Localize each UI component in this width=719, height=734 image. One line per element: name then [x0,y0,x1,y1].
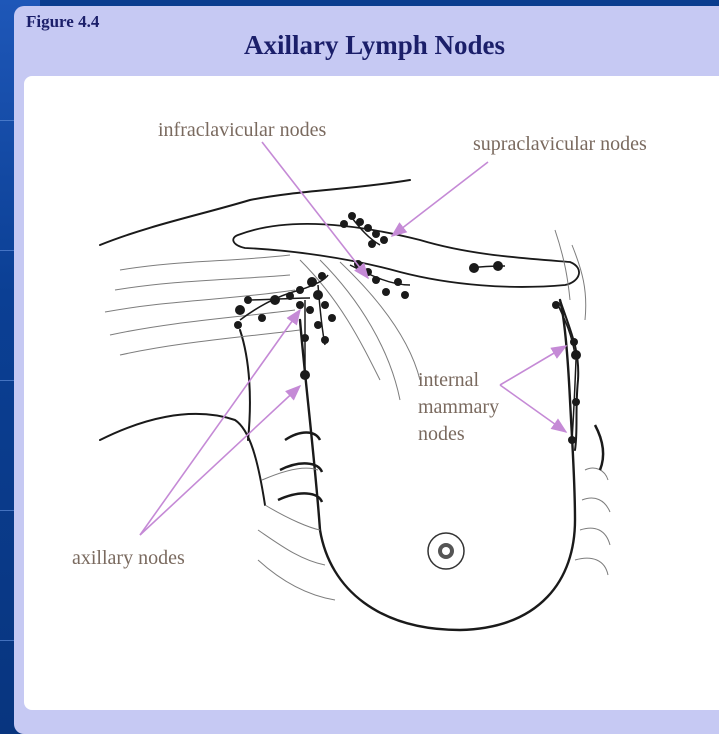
label-internal-mammary-line1: internal [418,369,480,391]
lymph-nodes [234,212,581,444]
label-internal-mammary-line2: mammary [418,396,499,418]
label-supraclavicular: supraclavicular nodes [473,133,647,155]
label-axillary: axillary nodes [72,547,185,569]
nipple [428,533,464,569]
label-internal-mammary-line3: nodes [418,423,465,445]
label-pointers [140,142,566,535]
label-infraclavicular: infraclavicular nodes [158,119,326,141]
